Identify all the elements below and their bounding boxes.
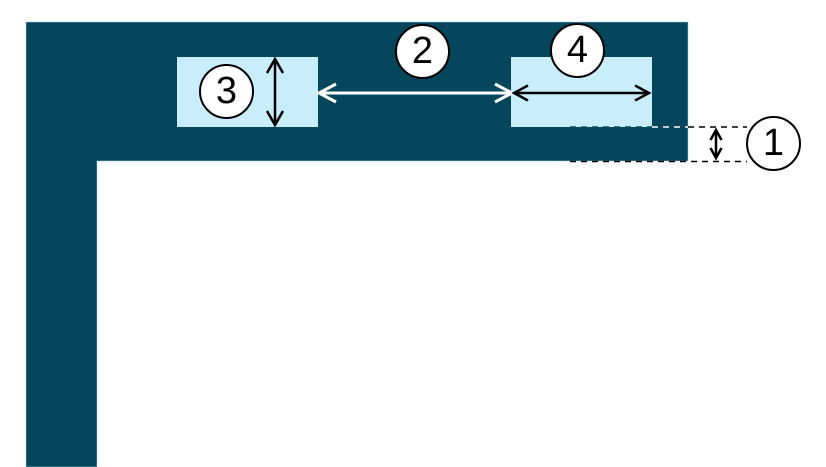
callout-label: 2 [411, 29, 434, 72]
callout-badge-3: 3 [199, 64, 254, 119]
arrowhead-down [265, 110, 285, 128]
arrowhead-left [511, 84, 529, 102]
l-shaped-region-outline [25, 21, 689, 467]
callout-badge-4: 4 [550, 23, 605, 78]
height-dimension-arrow [265, 56, 285, 128]
arrowhead-up [265, 56, 285, 74]
arrowhead-right [634, 84, 652, 102]
arrowhead-up [709, 127, 723, 141]
arrowhead-left [315, 82, 337, 104]
callout-label: 4 [566, 28, 589, 71]
offset-dimension-arrow [709, 127, 723, 161]
callout-badge-1: 1 [746, 116, 801, 171]
callout-label: 1 [762, 121, 785, 164]
arrowhead-down [709, 147, 723, 161]
width-dimension-arrow [511, 84, 652, 102]
l-shaped-region [26, 22, 688, 467]
callout-label: 3 [215, 69, 238, 112]
callout-badge-2: 2 [395, 24, 450, 79]
